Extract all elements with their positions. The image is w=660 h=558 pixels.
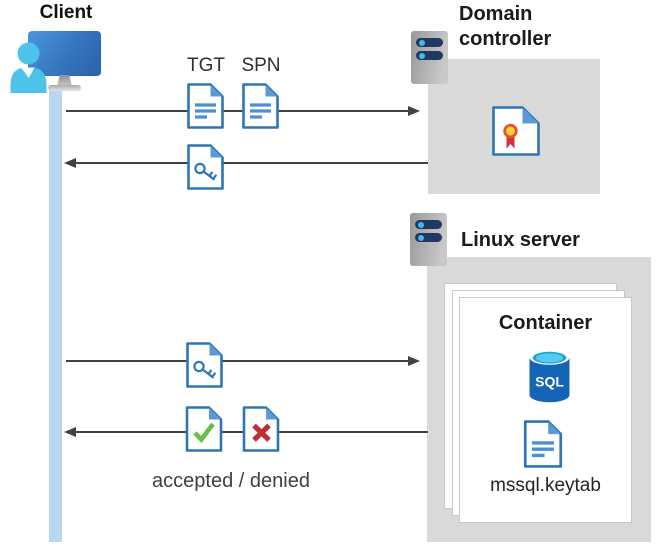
server-slot-icon [415, 220, 442, 229]
server-led-icon [419, 39, 425, 46]
server-slot-icon [415, 233, 442, 242]
accepted-document-icon [185, 406, 223, 452]
client-monitor-base [48, 85, 81, 91]
certificate-document-icon [492, 106, 540, 156]
client-user-icon [10, 42, 47, 93]
client-monitor-icon [28, 31, 101, 76]
accepted-denied-caption: accepted / denied [152, 470, 310, 492]
keytab-label: mssql.keytab [490, 475, 601, 496]
server-slot-icon [416, 38, 443, 47]
server-led-icon [418, 221, 424, 228]
key-ticket-document-icon [187, 144, 224, 190]
server-slot-icon [416, 51, 443, 60]
container-card-front [459, 297, 632, 523]
client-monitor-stand [57, 75, 72, 86]
server-led-icon [418, 234, 424, 241]
linux-server-label: Linux server [461, 229, 580, 251]
key-ticket-document-icon [186, 342, 223, 388]
spn-document-icon [242, 83, 279, 129]
tgt-spn-request-arrow [66, 110, 408, 112]
key-request-arrow [66, 360, 408, 362]
sql-database-icon: SQL [529, 350, 570, 403]
spn-label: SPN [241, 55, 281, 76]
keytab-document-icon [523, 420, 563, 468]
tgt-spn-request-arrowhead-icon [408, 106, 420, 116]
accepted-denied-arrowhead-icon [64, 427, 76, 437]
tgt-label: TGT [187, 55, 225, 76]
linux-server-icon [410, 213, 447, 266]
sql-badge-text: SQL [535, 374, 564, 390]
key-request-arrowhead-icon [408, 356, 420, 366]
domain-controller-label: Domain controller [459, 3, 552, 50]
client-label: Client [39, 2, 93, 23]
tgt-document-icon [187, 83, 224, 129]
server-led-icon [419, 52, 425, 59]
container-label: Container [498, 312, 593, 334]
client-lifeline [49, 88, 62, 542]
domain-controller-server-icon [411, 31, 448, 84]
denied-document-icon [242, 406, 280, 452]
ticket-response-arrow [76, 162, 428, 164]
ticket-response-arrowhead-icon [64, 158, 76, 168]
